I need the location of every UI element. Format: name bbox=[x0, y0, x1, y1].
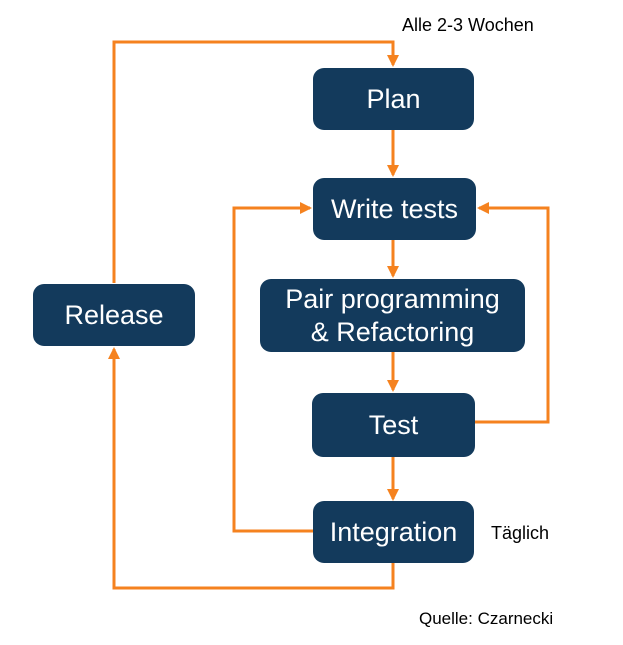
node-integration: Integration bbox=[313, 501, 474, 563]
node-pair-programming: Pair programming & Refactoring bbox=[260, 279, 525, 352]
node-pair-programming-label: Pair programming & Refactoring bbox=[285, 283, 500, 347]
arrow-integration-to-write-tests bbox=[232, 202, 313, 533]
arrow-integration-to-release bbox=[108, 347, 395, 590]
node-test: Test bbox=[312, 393, 475, 457]
node-plan-label: Plan bbox=[366, 83, 421, 114]
node-write-tests-label: Write tests bbox=[330, 193, 459, 224]
node-write-tests: Write tests bbox=[313, 178, 476, 240]
cycle-frequency-label: Alle 2-3 Wochen bbox=[402, 15, 534, 35]
arrow-release-to-plan bbox=[112, 40, 399, 283]
source-credit-label: Quelle: Czarnecki bbox=[419, 609, 554, 628]
daily-frequency-label: Täglich bbox=[491, 523, 550, 543]
arrow-test-to-write-tests bbox=[475, 202, 550, 424]
node-test-label: Test bbox=[368, 409, 419, 440]
node-release-label: Release bbox=[64, 299, 164, 330]
node-release: Release bbox=[33, 284, 195, 346]
node-integration-label: Integration bbox=[329, 516, 458, 547]
node-plan: Plan bbox=[313, 68, 474, 130]
